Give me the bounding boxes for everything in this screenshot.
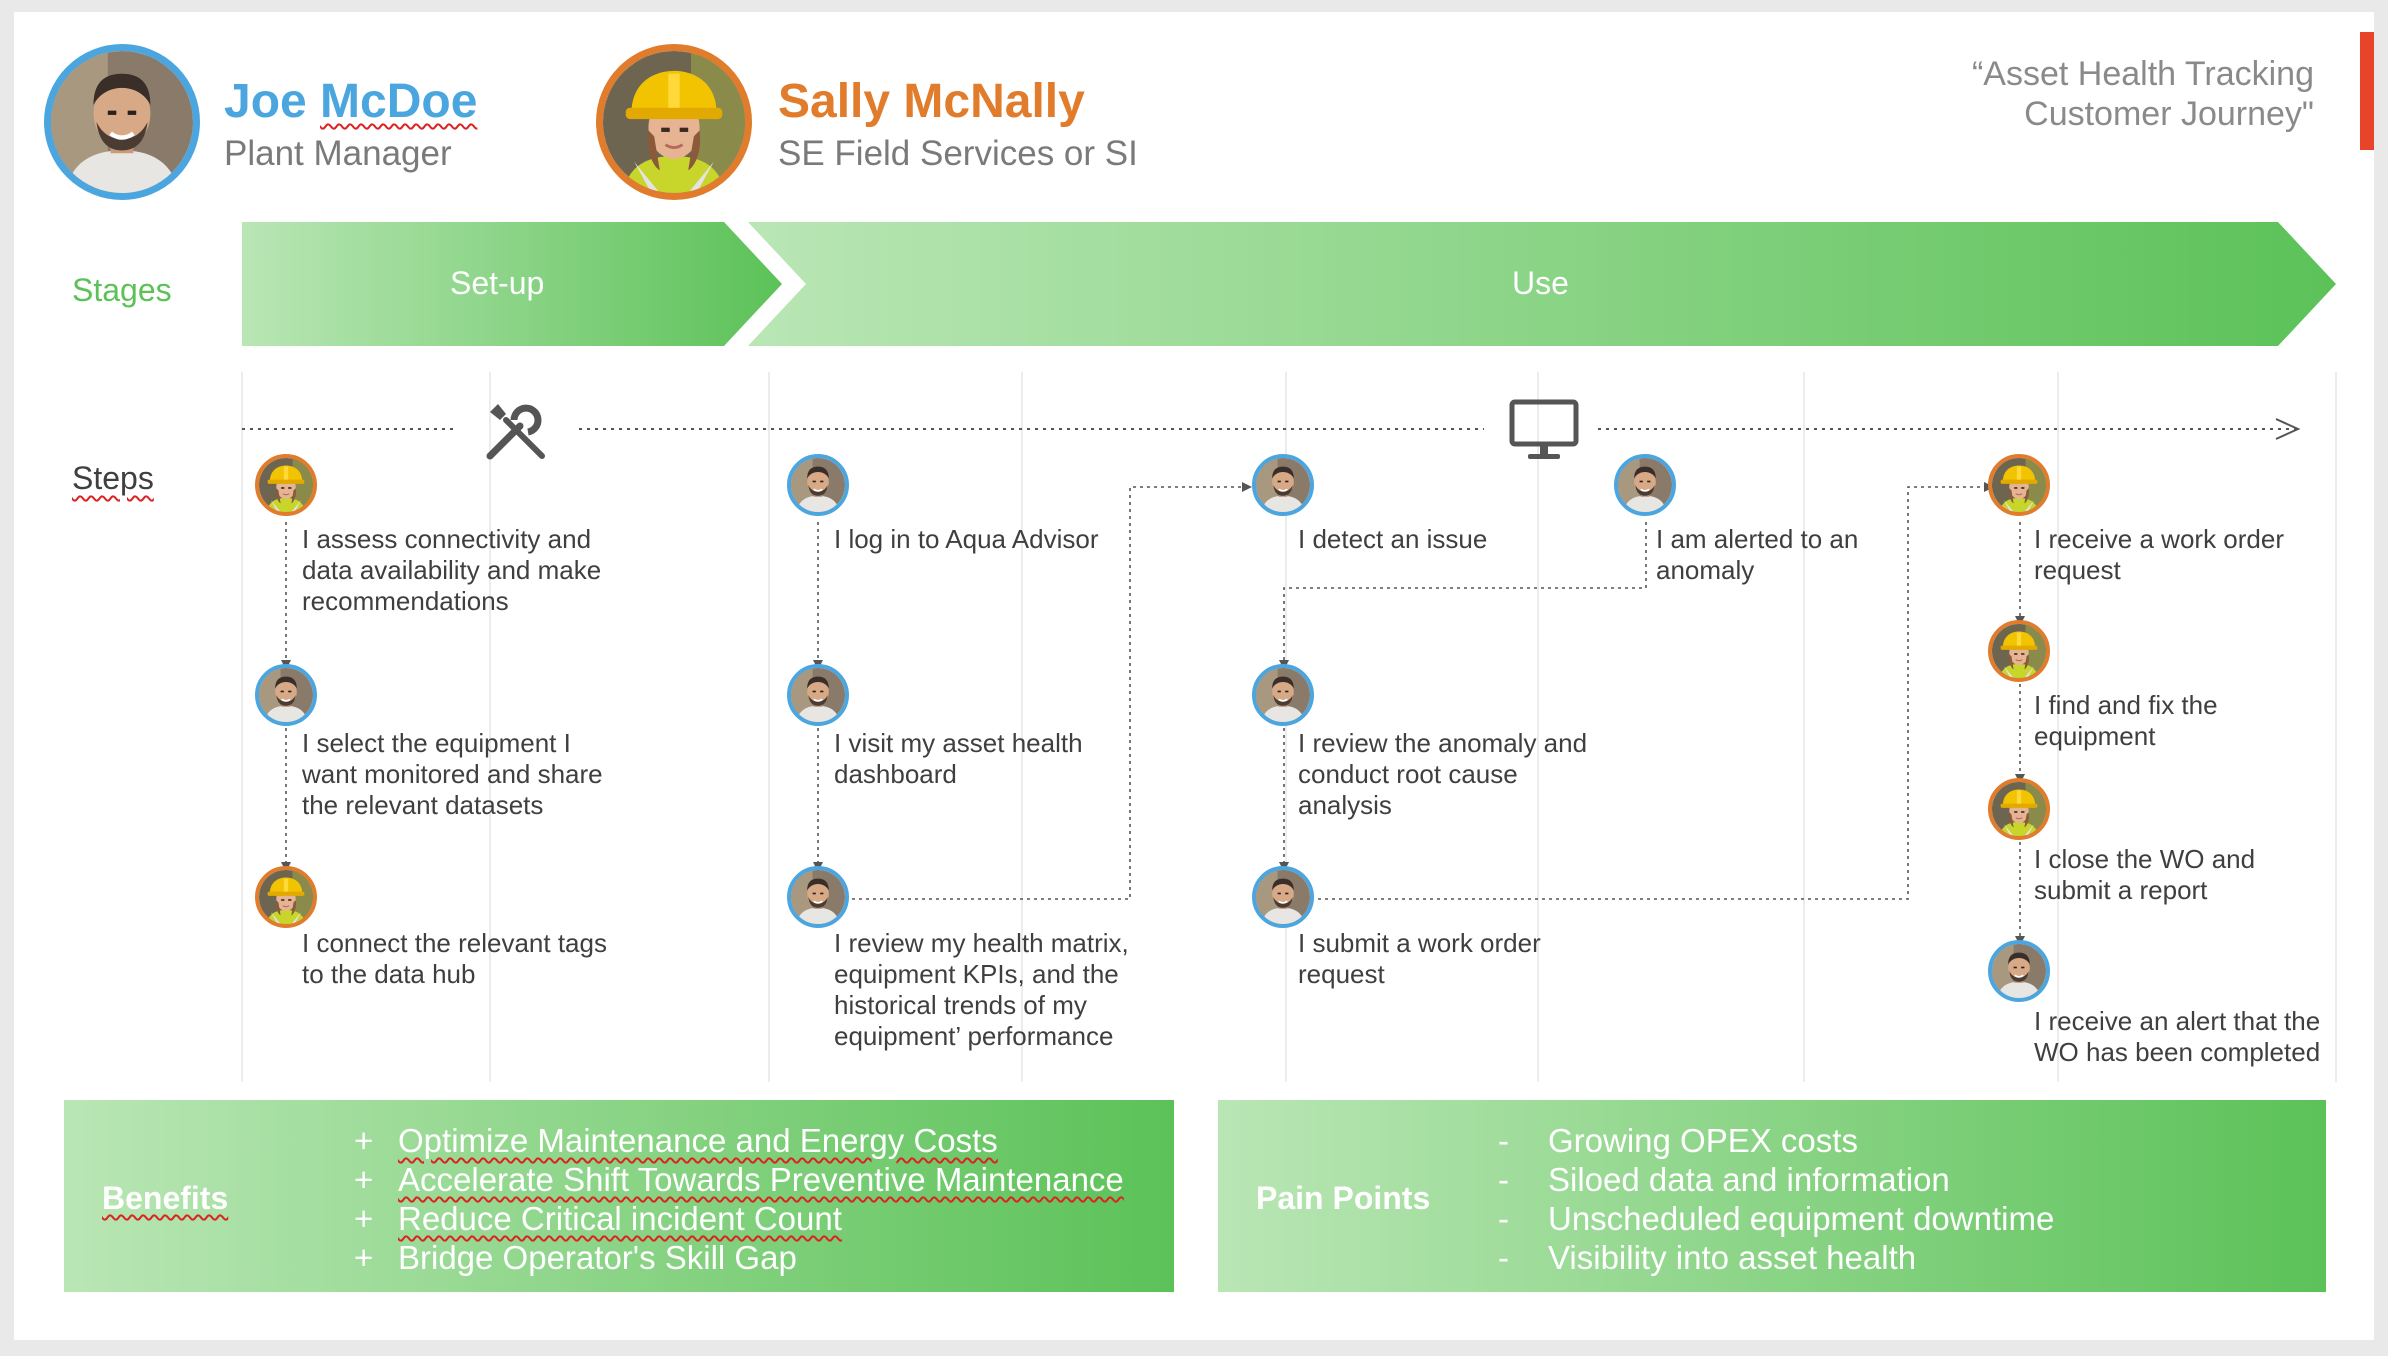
benefit-3: +Reduce Critical incident Count [354,1200,842,1237]
journey-title-line-1: “Asset Health Tracking [1971,55,2314,93]
step-9-text: I review the anomaly and conduct root ca… [1298,728,1588,820]
step-4-avatar-joe [787,454,849,516]
journey-title: “Asset Health Tracking Customer Journey" [1972,54,2314,134]
step-11-text: I receive a work order request [2034,524,2284,585]
sally-role: SE Field Services or SI [778,134,1138,173]
stages-label: Stages [72,272,172,308]
timeline-arrowhead [2275,418,2301,440]
benefits-banner: Benefits +Optimize Maintenance and Energ… [64,1100,1174,1292]
steps-label: Steps [72,460,154,496]
step-6-text: I review my health matrix, equipment KPI… [834,928,1129,1051]
step-6-avatar-joe [787,866,849,928]
pain-points-banner: Pain Points -Growing OPEX costs -Siloed … [1218,1100,2326,1292]
step-14-text: I receive an alert that the WO has been … [2034,1006,2321,1067]
joe-role: Plant Manager [224,134,452,173]
step-2-text: I select the equipment I want monitored … [302,728,603,820]
step-3-avatar-sally [255,866,317,928]
setup-stage-arrow [242,222,782,346]
step-3-text: I connect the relevant tags to the data … [302,928,607,989]
sally-name: Sally McNally [778,75,1085,128]
wrench-screwdriver-icon [486,404,545,460]
step-7-text: I detect an issue [1298,524,1488,554]
benefits-label: Benefits [102,1180,229,1216]
pain-point-1: -Growing OPEX costs [1498,1122,1858,1159]
journey-title-line-2: Customer Journey" [2024,95,2314,133]
step-13-text: I close the WO and submit a report [2034,844,2256,905]
sally-avatar [596,44,752,200]
slide-canvas: Joe McDoe Plant Manager Sally McNally SE… [14,12,2374,1340]
monitor-icon [1509,399,1579,459]
step-12-avatar-sally [1988,620,2050,682]
joe-avatar [44,44,200,200]
step-8-avatar-joe [1614,454,1676,516]
pain-point-4: -Visibility into asset health [1498,1239,1917,1276]
benefit-4: +Bridge Operator's Skill Gap [354,1239,797,1276]
step-5-avatar-joe [787,664,849,726]
connector-use-3 [852,482,1252,900]
step-10-avatar-joe [1252,866,1314,928]
benefit-1: +Optimize Maintenance and Energy Costs [354,1122,998,1159]
pain-point-2: -Siloed data and information [1498,1161,1950,1198]
stage-arrows [242,222,2336,346]
red-edge-tab [2360,32,2374,150]
step-8-text: I am alerted to an anomaly [1656,524,1859,585]
step-9-avatar-joe [1252,664,1314,726]
step-4-text: I log in to Aqua Advisor [834,524,1099,554]
pain-point-3: -Unscheduled equipment downtime [1498,1200,2055,1237]
step-13-avatar-sally [1988,778,2050,840]
step-10-text: I submit a work order request [1298,928,1541,989]
connector-use-4 [1279,522,1647,670]
setup-stage-label: Set-up [450,265,545,301]
step-1-avatar-sally [255,454,317,516]
step-14-avatar-joe [1988,940,2050,1002]
use-stage-arrow [748,222,2336,346]
connector-use-6 [1318,482,1994,900]
step-7-avatar-joe [1252,454,1314,516]
step-5-text: I visit my asset health dashboard [834,728,1083,789]
joe-name: Joe McDoe [224,75,478,128]
step-11-avatar-sally [1988,454,2050,516]
pain-points-label: Pain Points [1256,1180,1431,1216]
benefit-2: +Accelerate Shift Towards Preventive Mai… [354,1161,1124,1198]
step-12-text: I find and fix the equipment [2034,690,2218,751]
step-2-avatar-joe [255,664,317,726]
use-stage-label: Use [1512,265,1569,301]
step-1-text: I assess connectivity and data availabil… [302,524,602,616]
